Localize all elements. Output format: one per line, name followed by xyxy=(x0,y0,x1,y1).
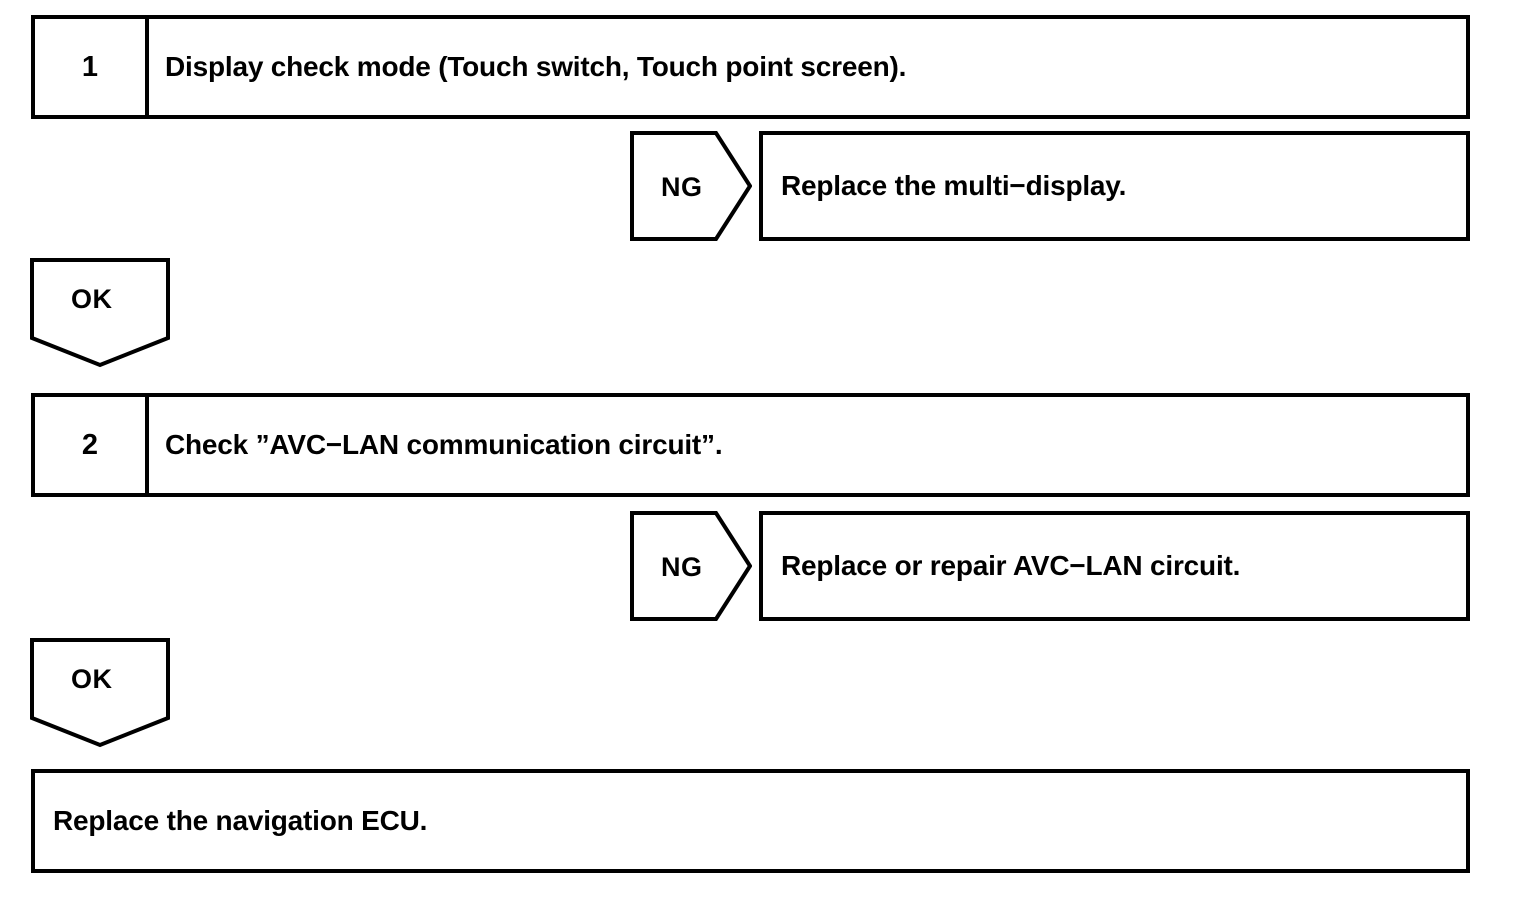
step-2-box: 2 Check ”AVC−LAN communication circuit”. xyxy=(31,393,1470,497)
ok-pentagon-2 xyxy=(30,638,170,748)
step-1-number: 1 xyxy=(81,50,99,83)
ng-label-2: NG xyxy=(661,552,703,582)
step-2-number-cell: 2 xyxy=(35,397,149,493)
ng-result-text-2: Replace or repair AVC−LAN circuit. xyxy=(781,549,1241,581)
step-1-number-cell: 1 xyxy=(35,19,149,115)
step-1-text: Display check mode (Touch switch, Touch … xyxy=(165,50,907,82)
ng-result-text-1: Replace the multi−display. xyxy=(781,169,1127,201)
step-2-number: 2 xyxy=(81,428,99,461)
ng-chevron-1-shape xyxy=(630,131,752,241)
step-1-text-cell: Display check mode (Touch switch, Touch … xyxy=(149,19,1466,115)
step-2-text-cell: Check ”AVC−LAN communication circuit”. xyxy=(149,397,1466,493)
step-2-text: Check ”AVC−LAN communication circuit”. xyxy=(165,428,723,460)
ng-result-box-1: Replace the multi−display. xyxy=(759,131,1470,241)
final-result-box: Replace the navigation ECU. xyxy=(31,769,1470,873)
ng-result-box-2: Replace or repair AVC−LAN circuit. xyxy=(759,511,1470,621)
ng-chevron-2 xyxy=(630,511,752,621)
ok-pentagon-1 xyxy=(30,258,170,368)
ng-chevron-1 xyxy=(630,131,752,241)
ok-label-2: OK xyxy=(71,664,113,694)
step-1-box: 1 Display check mode (Touch switch, Touc… xyxy=(31,15,1470,119)
ok-pentagon-2-shape xyxy=(30,638,170,748)
final-result-text: Replace the navigation ECU. xyxy=(53,804,428,836)
ng-label-1: NG xyxy=(661,172,703,202)
ok-label-1: OK xyxy=(71,284,113,314)
ok-pentagon-1-shape xyxy=(30,258,170,368)
ng-chevron-2-shape xyxy=(630,511,752,621)
